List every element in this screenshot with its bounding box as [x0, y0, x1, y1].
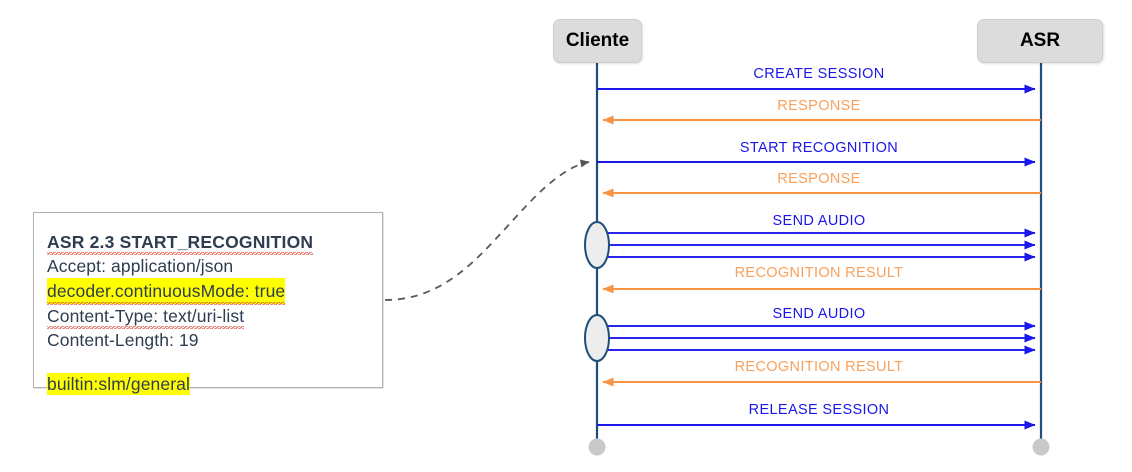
note-connector-arrow	[384, 159, 590, 301]
message-arrow-send-audio-2	[597, 321, 1036, 355]
lifeline-head-cliente-label: Cliente	[565, 30, 630, 51]
lifeline-terminator-asr	[1032, 438, 1050, 456]
note-line-content-type-text: Content-Type: text/uri-list	[47, 306, 245, 329]
message-label-send-audio-2: SEND AUDIO	[772, 306, 866, 322]
note-box-content: ASR 2.3 START_RECOGNITION Accept: applic…	[47, 230, 377, 396]
message-label-create-session: CREATE SESSION	[753, 66, 885, 82]
note-line-title: ASR 2.3 START_RECOGNITION	[47, 230, 377, 255]
note-line-continuous-mode: decoder.continuousMode: true	[47, 278, 377, 305]
loop-marker-1	[584, 221, 610, 269]
message-label-release-session: RELEASE SESSION	[748, 402, 890, 418]
lifeline-head-asr-label: ASR	[1019, 30, 1061, 51]
message-label-recognition-result-2: RECOGNITION RESULT	[734, 359, 904, 375]
message-label-response-2: RESPONSE	[777, 171, 861, 187]
note-line-content-length: Content-Length: 19	[47, 328, 377, 352]
message-label-start-recognition: START RECOGNITION	[739, 140, 899, 156]
note-box-start-recognition[interactable]: ASR 2.3 START_RECOGNITION Accept: applic…	[33, 212, 383, 395]
note-line-blank	[47, 352, 377, 372]
message-label-recognition-result-1: RECOGNITION RESULT	[734, 265, 904, 281]
note-line-continuous-mode-text: decoder.continuousMode: true	[47, 278, 286, 305]
lifeline-terminator-cliente	[588, 438, 606, 456]
loop-marker-2	[584, 314, 610, 362]
note-line-accept: Accept: application/json	[47, 254, 377, 278]
note-line-content-type: Content-Type: text/uri-list	[47, 304, 377, 329]
note-line-content-length-text: Content-Length: 19	[47, 330, 199, 350]
message-label-response-1: RESPONSE	[777, 98, 861, 114]
note-line-body-text: builtin:slm/general	[47, 373, 190, 395]
lifeline-asr	[1032, 63, 1050, 456]
lifeline-head-asr[interactable]: ASR	[977, 19, 1103, 63]
message-arrow-send-audio-1	[597, 228, 1036, 262]
note-line-title-text: ASR 2.3 START_RECOGNITION	[47, 232, 314, 255]
lifeline-head-cliente[interactable]: Cliente	[553, 19, 642, 63]
message-label-send-audio-1: SEND AUDIO	[772, 213, 866, 229]
note-line-accept-text: Accept: application/json	[47, 256, 234, 276]
note-line-body: builtin:slm/general	[47, 372, 377, 396]
